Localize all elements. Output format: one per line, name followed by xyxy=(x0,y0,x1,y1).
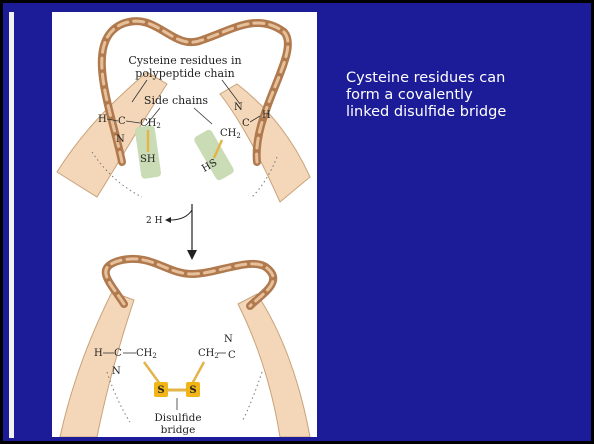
atom-n: N xyxy=(112,366,121,377)
bottom-left-chain-band xyxy=(60,292,134,437)
arrow-side-branch xyxy=(170,210,192,220)
atom-h: H xyxy=(94,348,103,359)
bond xyxy=(192,362,204,384)
bridge-label-line1: Disulfide xyxy=(154,412,201,424)
reaction-label: 2 H xyxy=(146,216,163,226)
atom-ch2: CH2 xyxy=(136,348,157,360)
arrow-side-head xyxy=(165,217,171,223)
caption-line: Cysteine residues can xyxy=(346,70,576,87)
atom-c: C xyxy=(114,348,122,359)
atom-n: N xyxy=(116,134,125,145)
sulfur-right: S xyxy=(189,385,196,396)
atom-n: N xyxy=(224,334,233,345)
sulfur-left: S xyxy=(157,385,164,396)
atom-n: N xyxy=(234,102,243,113)
disulfide-figure: Cysteine residues in polypeptide chain S… xyxy=(52,12,317,437)
side-chains-pointer-right xyxy=(194,108,212,124)
bottom-right-residue: CH2 C N xyxy=(192,334,236,384)
atom-h: H xyxy=(98,114,107,125)
reaction-arrow: 2 H xyxy=(146,204,197,260)
left-edge-strip xyxy=(9,12,14,438)
top-panel: Cysteine residues in polypeptide chain S… xyxy=(57,21,310,202)
atom-c: C xyxy=(242,118,250,129)
atom-sh: SH xyxy=(140,154,156,165)
top-title-line1: Cysteine residues in xyxy=(128,54,241,67)
slide-caption: Cysteine residues can form a covalently … xyxy=(346,70,576,121)
atom-h: H xyxy=(262,110,271,121)
bottom-panel: H C N CH2 CH2 C N xyxy=(60,259,310,437)
side-chains-label: Side chains xyxy=(144,94,209,107)
caption-line: form a covalently xyxy=(346,87,576,104)
disulfide-bridge: S S Disulfide bridge xyxy=(154,382,202,436)
caption-line: linked disulfide bridge xyxy=(346,104,576,121)
atom-ch2: CH2 xyxy=(140,118,161,130)
atom-ch2: CH2 xyxy=(198,348,219,360)
bond xyxy=(144,362,160,384)
atom-c: C xyxy=(228,350,236,361)
atom-c: C xyxy=(118,116,126,127)
bottom-right-chain-band xyxy=(238,294,310,437)
atom-ch2: CH2 xyxy=(220,128,241,140)
bottom-chain-dots-right xyxy=(242,372,262,422)
arrow-head xyxy=(187,250,197,260)
top-title-line2: polypeptide chain xyxy=(135,67,234,80)
bridge-label-line2: bridge xyxy=(161,424,196,436)
